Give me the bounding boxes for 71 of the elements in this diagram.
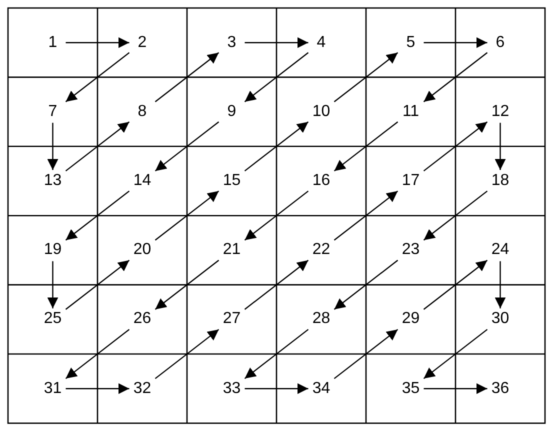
arrow bbox=[154, 190, 220, 241]
arrow bbox=[423, 121, 488, 172]
cell-number: 4 bbox=[310, 34, 332, 52]
cell-number: 11 bbox=[400, 102, 422, 121]
arrow bbox=[65, 121, 130, 172]
arrow bbox=[423, 328, 488, 380]
cell-number: 16 bbox=[310, 172, 332, 190]
arrow bbox=[424, 37, 488, 48]
arrow bbox=[65, 260, 130, 310]
cell-number: 23 bbox=[400, 241, 422, 260]
cell-number: 13 bbox=[42, 172, 64, 190]
cell-number: 31 bbox=[42, 380, 64, 398]
arrow bbox=[423, 190, 488, 241]
arrow bbox=[334, 121, 398, 172]
arrow bbox=[244, 383, 308, 394]
arrow bbox=[244, 37, 308, 48]
cell-number: 18 bbox=[489, 172, 512, 190]
cell-number: 22 bbox=[310, 241, 332, 260]
cell-number: 12 bbox=[489, 102, 512, 121]
cell-number: 17 bbox=[400, 172, 422, 190]
arrow bbox=[423, 52, 488, 102]
arrow bbox=[334, 52, 398, 102]
cell-number: 3 bbox=[220, 34, 243, 52]
arrow bbox=[154, 52, 220, 102]
cell-number: 1 bbox=[42, 34, 64, 52]
cell-number: 10 bbox=[310, 102, 332, 121]
cell-number: 19 bbox=[42, 241, 64, 260]
arrow bbox=[66, 383, 130, 394]
cell-number: 24 bbox=[489, 241, 512, 260]
cell-number: 26 bbox=[131, 310, 154, 328]
arrow bbox=[494, 122, 506, 170]
arrow bbox=[244, 190, 309, 241]
arrow bbox=[154, 121, 220, 172]
arrow bbox=[154, 328, 220, 380]
arrow bbox=[244, 328, 309, 380]
cell-number: 14 bbox=[131, 172, 154, 190]
cell-number: 21 bbox=[220, 241, 243, 260]
arrow bbox=[244, 52, 309, 102]
cell-number: 6 bbox=[489, 34, 512, 52]
cell-number: 15 bbox=[220, 172, 243, 190]
cell-number: 5 bbox=[400, 34, 422, 52]
cell-number: 25 bbox=[42, 310, 64, 328]
arrow bbox=[47, 122, 58, 170]
cell-number: 30 bbox=[489, 310, 512, 328]
arrow bbox=[334, 190, 398, 241]
cell-number: 33 bbox=[220, 380, 243, 398]
cell-number: 34 bbox=[310, 380, 332, 398]
cell-number: 27 bbox=[220, 310, 243, 328]
cell-number: 35 bbox=[400, 380, 422, 398]
arrow bbox=[66, 37, 130, 48]
cell-number: 9 bbox=[220, 102, 243, 121]
cell-number: 36 bbox=[489, 380, 512, 398]
arrow bbox=[65, 52, 130, 102]
cell-number: 8 bbox=[131, 102, 154, 121]
arrow bbox=[494, 261, 506, 308]
arrow bbox=[424, 383, 488, 394]
cell-number: 7 bbox=[42, 102, 64, 121]
arrow bbox=[244, 260, 309, 310]
cell-number: 28 bbox=[310, 310, 332, 328]
arrow bbox=[423, 260, 488, 310]
cell-number: 20 bbox=[131, 241, 154, 260]
cell-number: 29 bbox=[400, 310, 422, 328]
arrow bbox=[334, 328, 398, 380]
arrow bbox=[65, 328, 130, 380]
arrow bbox=[244, 121, 309, 172]
arrow bbox=[154, 260, 220, 310]
arrow bbox=[47, 261, 58, 308]
cell-number: 2 bbox=[131, 34, 154, 52]
cell-number: 32 bbox=[131, 380, 154, 398]
arrow bbox=[334, 260, 398, 310]
arrow bbox=[65, 190, 130, 241]
